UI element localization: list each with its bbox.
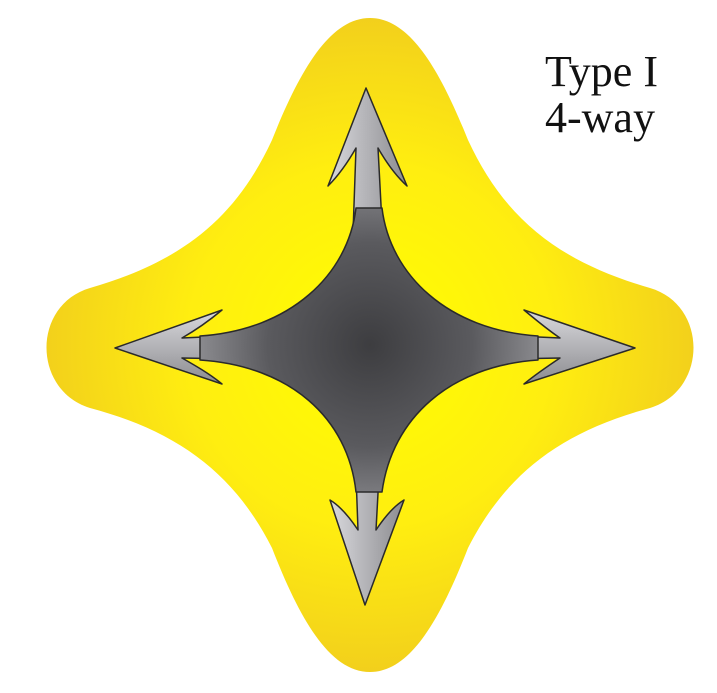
diagram-label-line-1: Type I [545, 50, 658, 94]
diagram-label-line-2: 4-way [545, 96, 655, 140]
